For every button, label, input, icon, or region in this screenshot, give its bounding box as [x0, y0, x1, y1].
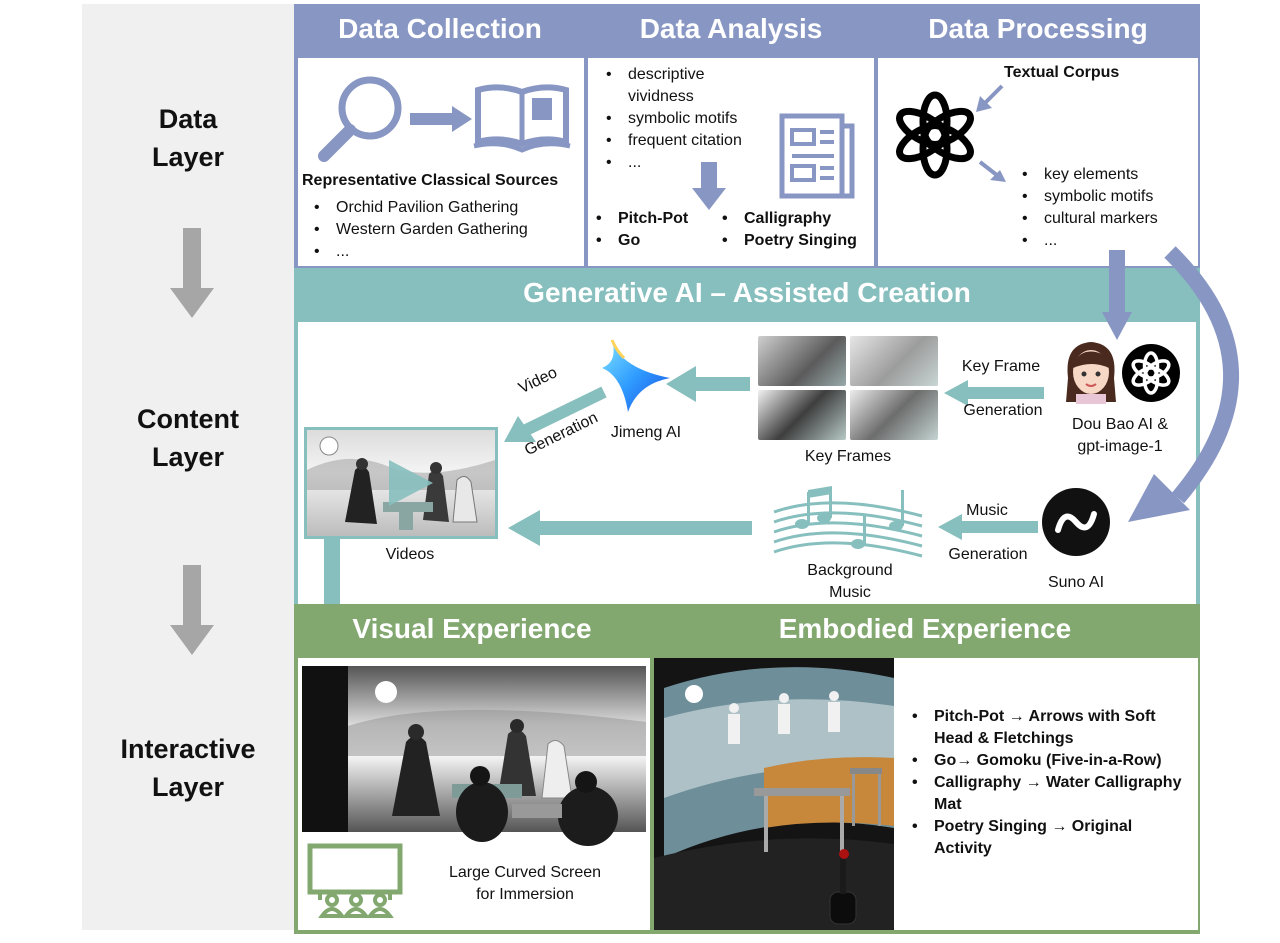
- jimeng-label: Jimeng AI: [610, 424, 682, 441]
- magnifier-icon: [318, 76, 402, 162]
- curved-screen-photo[interactable]: [302, 666, 646, 846]
- analysis-results-right: Calligraphy Poetry Singing: [718, 208, 857, 252]
- list-item: Pitch-Pot → Arrows with Soft Head & Flet…: [908, 706, 1192, 750]
- play-icon: [389, 460, 433, 506]
- exhibition-scene-icon: [654, 667, 894, 930]
- video-generation-arrow: [504, 386, 607, 442]
- classical-sources-title: Representative Classical Sources: [302, 172, 559, 189]
- key-frame-generation-label-1: Key Frame: [961, 358, 1041, 375]
- data-layer-label: Data Layer: [151, 104, 225, 172]
- suno-label: Suno AI: [1047, 574, 1105, 591]
- key-frame-1[interactable]: [758, 336, 846, 386]
- list-item: Go: [592, 230, 688, 252]
- layer-label-panel: [82, 4, 294, 930]
- list-item: symbolic motifs: [1018, 186, 1158, 208]
- music-to-videos-arrow: [508, 510, 752, 546]
- openai-logo-icon: [896, 91, 974, 179]
- classical-sources-list: Orchid Pavilion Gathering Western Garden…: [310, 197, 528, 263]
- background-music-label-1: Background: [807, 562, 893, 579]
- gpt-logo-icon: [1122, 344, 1180, 402]
- elements-arrow-icon: [978, 160, 1006, 182]
- visual-experience-title: Visual Experience: [352, 613, 592, 644]
- key-frame-3[interactable]: [758, 390, 846, 440]
- video-thumbnail[interactable]: [304, 427, 498, 539]
- data-processing-box: Textual Corpus key elements symbolic mot…: [878, 58, 1198, 266]
- content-to-interactive-arrow: [170, 565, 214, 655]
- list-item: ...: [1018, 230, 1158, 252]
- analysis-criteria-list: descriptive vividness symbolic motifs fr…: [602, 64, 762, 174]
- book-icon: [473, 84, 571, 153]
- embodied-activities-list: Pitch-Pot → Arrows with Soft Head & Flet…: [908, 706, 1192, 860]
- videos-label: Videos: [385, 546, 435, 563]
- data-collection-title: Data Collection: [338, 13, 542, 44]
- music-generation-label-2: Generation: [948, 546, 1028, 563]
- exhibition-photo[interactable]: [654, 658, 894, 930]
- embodied-experience-title: Embodied Experience: [778, 613, 1072, 644]
- content-layer-label: Content Layer: [137, 404, 239, 472]
- data-analysis-box: descriptive vividness symbolic motifs fr…: [588, 58, 874, 266]
- key-frames-label: Key Frames: [804, 448, 892, 465]
- embodied-experience-box: Pitch-Pot → Arrows with Soft Head & Flet…: [654, 658, 1198, 930]
- down-arrow-icon: [692, 162, 726, 210]
- screen-caption-1: Large Curved Screen: [448, 864, 602, 881]
- corpus-arrow-icon: [976, 84, 1004, 112]
- list-item: ...: [602, 152, 762, 174]
- textual-corpus-label: Textual Corpus: [1004, 64, 1120, 81]
- list-item: key elements: [1018, 164, 1158, 186]
- list-item: ...: [310, 241, 528, 263]
- list-item: Western Garden Gathering: [310, 219, 528, 241]
- curved-screen-scene-icon: [302, 666, 646, 846]
- doubao-label-1: Dou Bao AI &: [1071, 416, 1169, 433]
- corpus-to-suno-arrow: [1128, 246, 1239, 522]
- music-notes-icon: [773, 486, 923, 558]
- data-analysis-title: Data Analysis: [639, 13, 823, 44]
- processing-items-list: key elements symbolic motifs cultural ma…: [1018, 164, 1158, 252]
- list-item: descriptive vividness: [602, 64, 762, 108]
- theater-screen-icon: [307, 843, 403, 918]
- interactive-layer-label: Interactive Layer: [120, 734, 256, 802]
- doubao-label-2: gpt-image-1: [1077, 438, 1163, 455]
- key-frame-generation-label-2: Generation: [963, 402, 1043, 419]
- suno-logo-icon: [1042, 488, 1110, 556]
- doubao-avatar-icon: [1066, 342, 1116, 404]
- list-item: cultural markers: [1018, 208, 1158, 230]
- right-arrow-icon: [410, 106, 472, 132]
- list-item: frequent citation: [602, 130, 762, 152]
- list-item: Poetry Singing: [718, 230, 857, 252]
- list-item: Calligraphy → Water Calligraphy Mat: [908, 772, 1192, 816]
- jimeng-logo-icon: [602, 339, 670, 412]
- list-item: Go→ Gomoku (Five-in-a-Row): [908, 750, 1192, 772]
- data-processing-title: Data Processing: [928, 13, 1148, 44]
- key-frame-4[interactable]: [850, 390, 938, 440]
- doubao-to-keyframes-arrow: [944, 380, 1044, 406]
- music-generation-label-1: Music: [966, 502, 1008, 519]
- visual-experience-box: Large Curved Screen for Immersion: [298, 658, 650, 930]
- corpus-to-doubao-arrow: [1102, 250, 1132, 340]
- list-item: Calligraphy: [718, 208, 857, 230]
- newspaper-icon: [779, 113, 855, 199]
- content-layer-title: Generative AI – Assisted Creation: [523, 277, 971, 308]
- list-item: Pitch-Pot: [592, 208, 688, 230]
- analysis-results-left: Pitch-Pot Go: [592, 208, 688, 252]
- screen-caption-2: for Immersion: [476, 886, 574, 903]
- list-item: Orchid Pavilion Gathering: [310, 197, 528, 219]
- list-item: Poetry Singing → Original Activity: [908, 816, 1192, 860]
- list-item: symbolic motifs: [602, 108, 762, 130]
- data-collection-box: Representative Classical Sources Orchid …: [298, 58, 584, 266]
- suno-to-music-arrow: [938, 514, 1038, 540]
- background-music-label-2: Music: [829, 584, 871, 601]
- data-to-content-arrow: [170, 228, 214, 318]
- key-frame-2[interactable]: [850, 336, 938, 386]
- keyframes-to-jimeng-arrow: [666, 366, 750, 402]
